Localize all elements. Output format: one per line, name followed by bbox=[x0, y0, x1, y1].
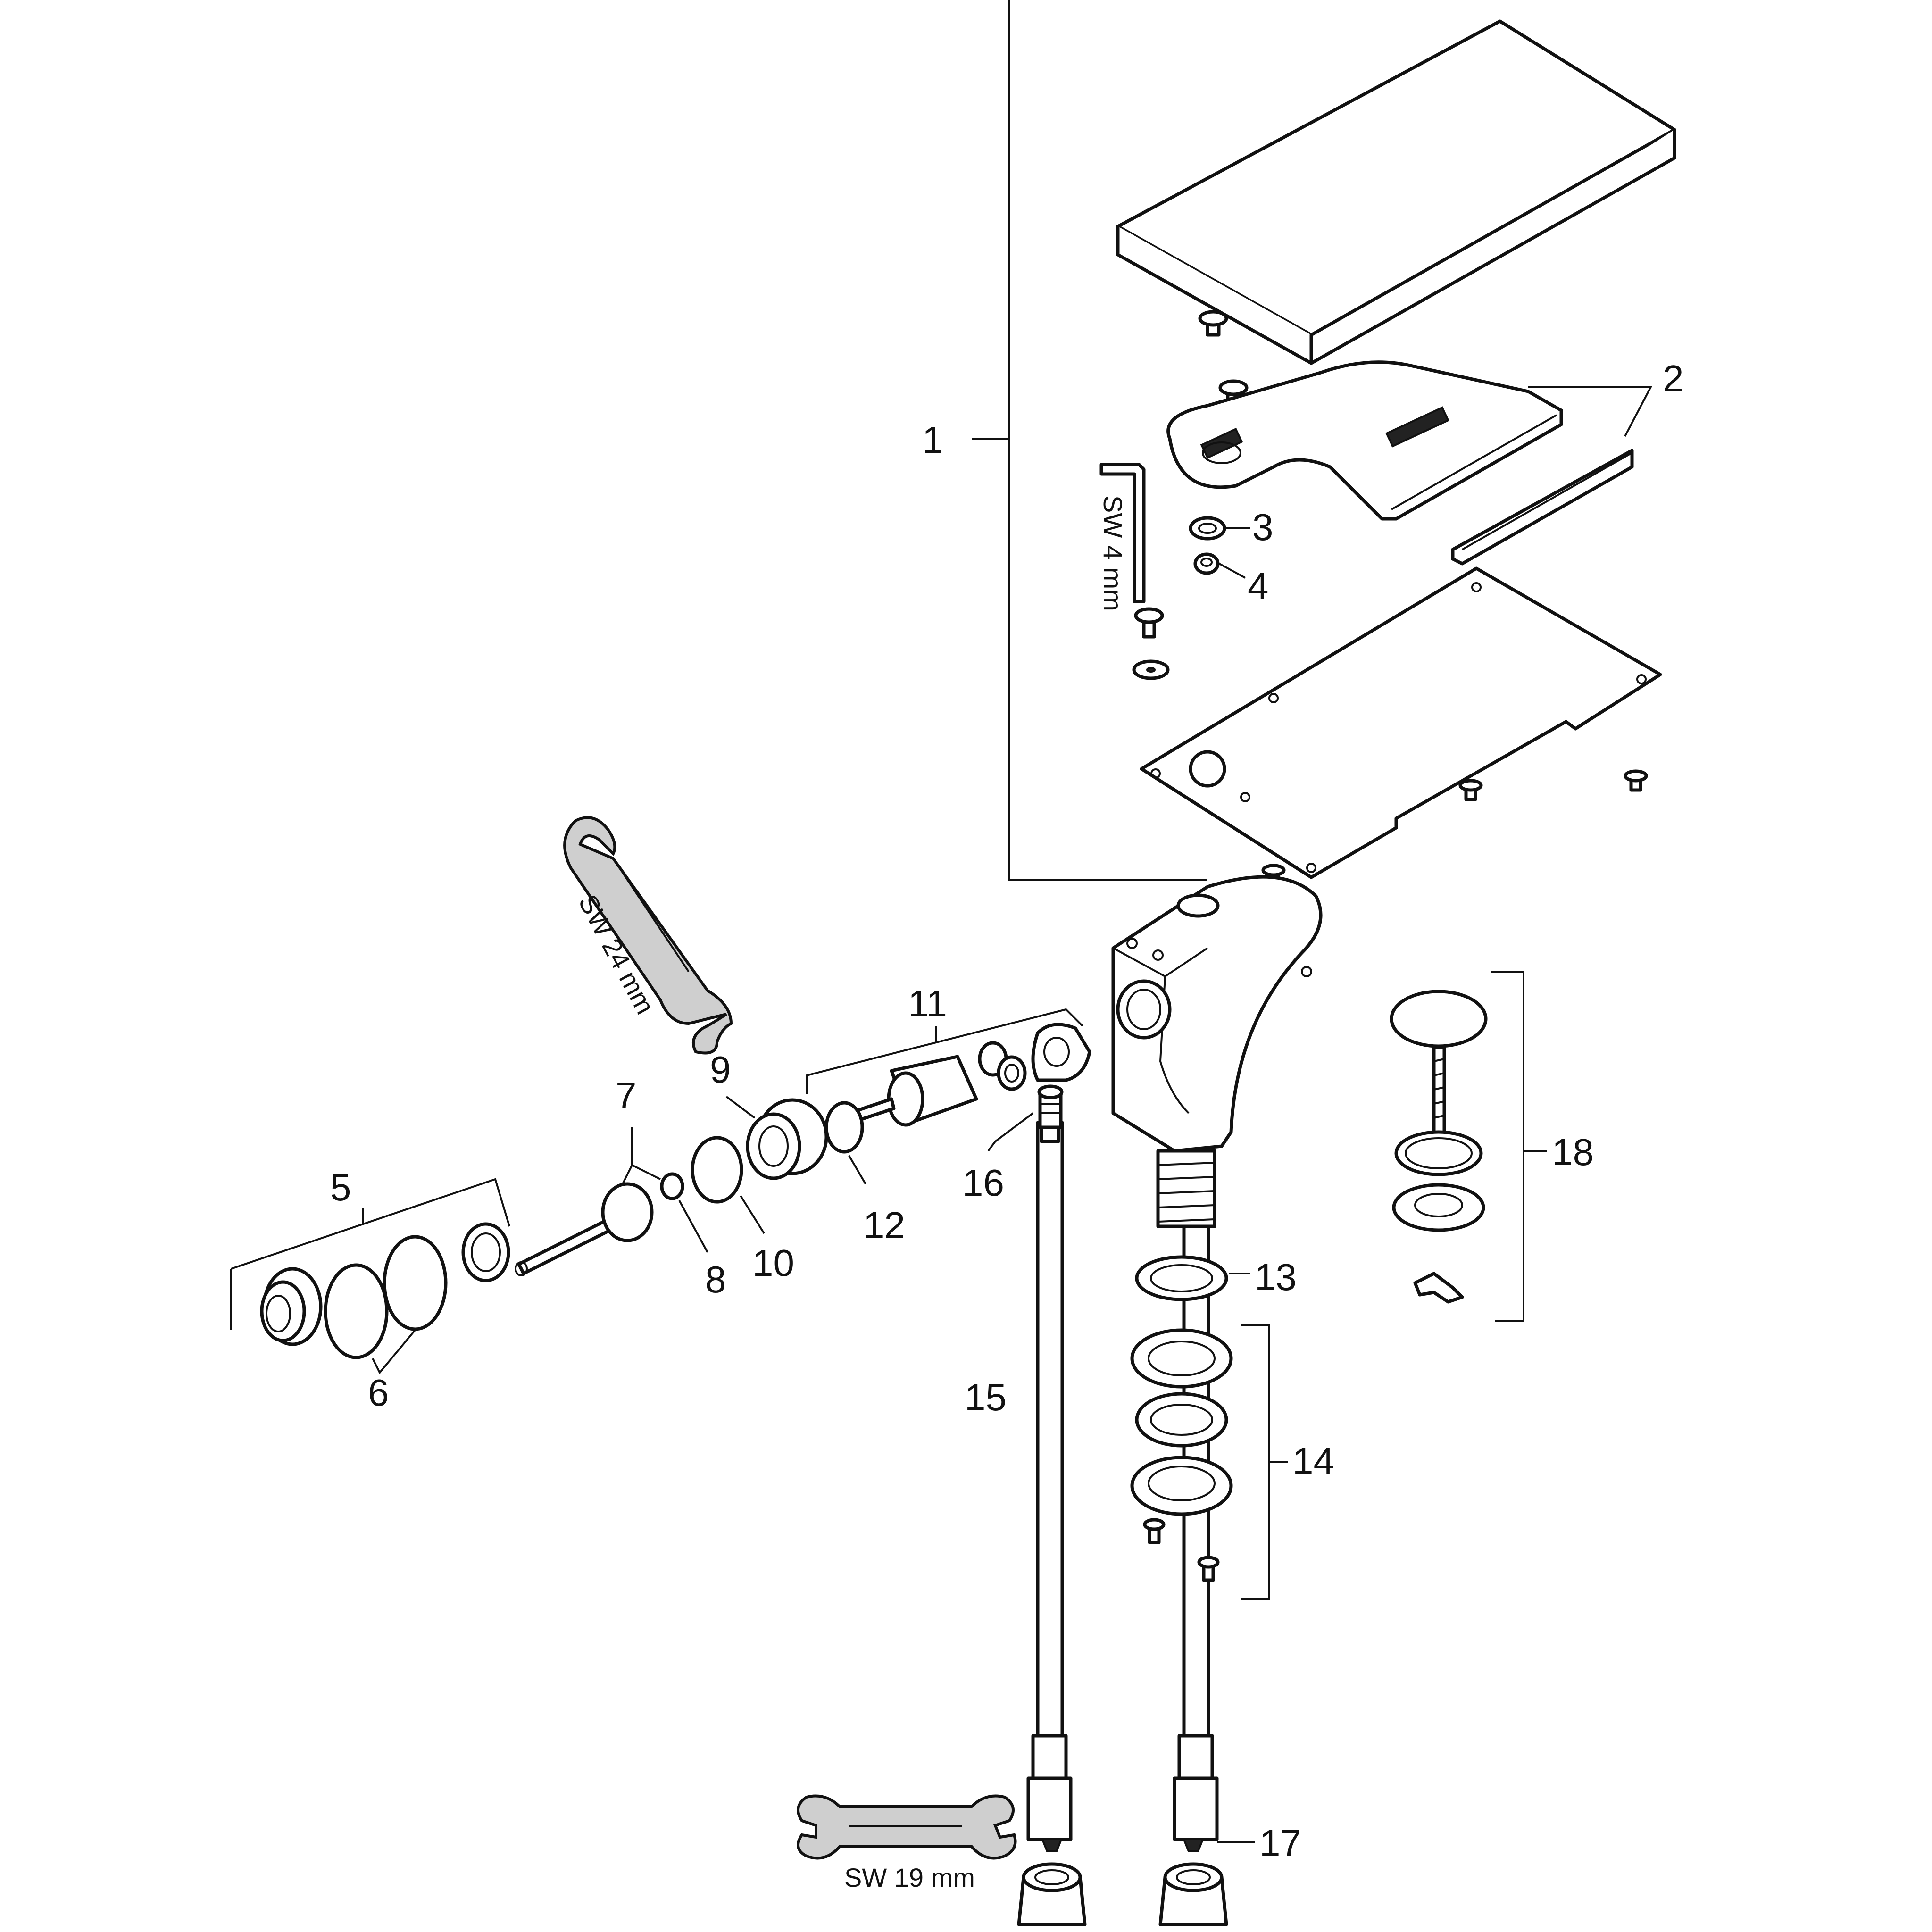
rail-part-2 bbox=[1451, 449, 1634, 566]
label-8: 8 bbox=[705, 1258, 726, 1300]
label-3: 3 bbox=[1252, 506, 1274, 548]
part-labels: 1 2 3 4 5 6 7 8 9 10 11 12 13 14 15 16 1… bbox=[330, 358, 1684, 1864]
bracket-part-1 bbox=[972, 0, 1208, 881]
supply-hose-right bbox=[1173, 1224, 1219, 1841]
o-rings-part-6 bbox=[324, 1235, 448, 1374]
label-13: 13 bbox=[1255, 1256, 1297, 1298]
top-cover-plate bbox=[1116, 19, 1676, 365]
label-18: 18 bbox=[1552, 1131, 1594, 1173]
supply-hose-part-15 bbox=[1026, 1121, 1073, 1841]
cartridge-group-part-11 bbox=[806, 1008, 1091, 1129]
allen-key-label: SW 4 mm bbox=[1098, 495, 1128, 611]
label-10: 10 bbox=[752, 1242, 794, 1284]
washer-part-13 bbox=[1135, 1255, 1250, 1301]
handle-set-part-5 bbox=[230, 1178, 510, 1346]
o-ring-part-10 bbox=[691, 1136, 765, 1234]
label-7: 7 bbox=[616, 1074, 637, 1116]
wrench-19mm bbox=[797, 1794, 1017, 1860]
label-5: 5 bbox=[330, 1166, 351, 1208]
mounting-bracket bbox=[1166, 360, 1563, 521]
leader-2 bbox=[1528, 386, 1653, 437]
o-ring-part-3 bbox=[1189, 516, 1250, 541]
base-plate bbox=[1140, 566, 1662, 879]
nut-part-4 bbox=[1193, 552, 1246, 579]
label-12: 12 bbox=[863, 1204, 905, 1246]
wrench-24mm bbox=[563, 816, 733, 1055]
label-9: 9 bbox=[710, 1049, 731, 1091]
bottom-fittings bbox=[1017, 1862, 1228, 1926]
popup-set-part-18 bbox=[1390, 971, 1547, 1322]
label-16: 16 bbox=[962, 1162, 1004, 1204]
washer bbox=[1132, 659, 1170, 680]
bushing-part-9 bbox=[725, 1096, 828, 1180]
label-15: 15 bbox=[965, 1376, 1007, 1418]
label-14: 14 bbox=[1292, 1440, 1334, 1482]
label-6: 6 bbox=[368, 1372, 389, 1414]
nipple-part-16 bbox=[987, 1084, 1064, 1152]
o-ring-part-12 bbox=[824, 1101, 866, 1185]
label-4: 4 bbox=[1248, 565, 1269, 607]
ring-part-8 bbox=[660, 1172, 708, 1253]
seal-part-17 bbox=[1041, 1839, 1255, 1852]
wrench-19mm-label: SW 19 mm bbox=[844, 1863, 975, 1892]
cover-screw bbox=[1198, 310, 1228, 337]
label-17: 17 bbox=[1259, 1822, 1301, 1864]
stem-part-7 bbox=[515, 1127, 661, 1276]
faucet-body bbox=[1111, 875, 1323, 1228]
label-11: 11 bbox=[908, 983, 947, 1024]
label-2: 2 bbox=[1663, 358, 1684, 400]
label-1: 1 bbox=[922, 419, 943, 461]
washer-set-part-14 bbox=[1130, 1324, 1288, 1600]
base-screw bbox=[1134, 607, 1164, 639]
allen-key bbox=[1099, 463, 1146, 603]
